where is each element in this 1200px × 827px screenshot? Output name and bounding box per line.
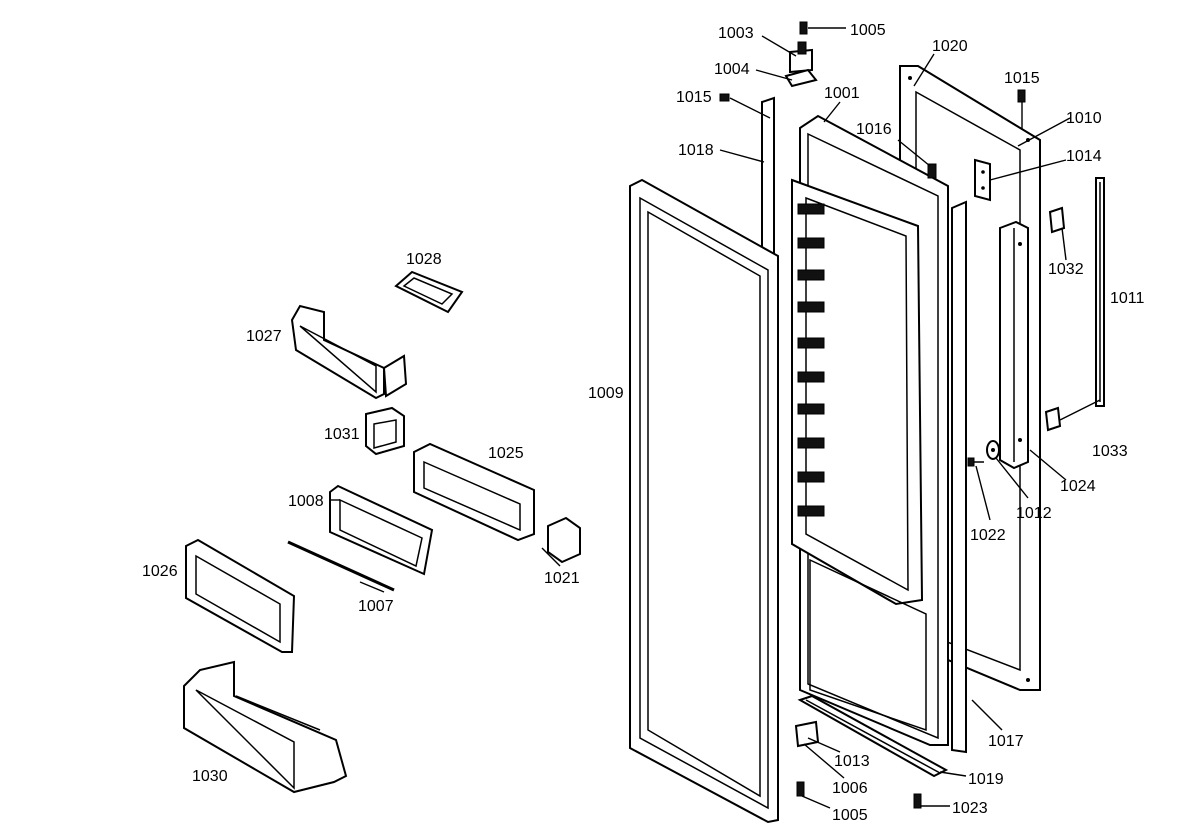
callout-1022: 1022: [970, 527, 1006, 544]
screw-1015-right: [1017, 89, 1026, 103]
outer-door-panel-1009: [629, 178, 779, 824]
callout-1027: 1027: [246, 328, 282, 345]
handle-bar-1011: [1095, 177, 1105, 407]
callout-1015-right: 1015: [1004, 70, 1040, 87]
screw-1005-bottom: [796, 781, 805, 797]
callout-1023: 1023: [952, 800, 988, 817]
callout-1011: 1011: [1110, 290, 1145, 307]
callout-1026: 1026: [142, 563, 178, 580]
callout-1015-left: 1015: [676, 89, 712, 106]
clip-1033: [1044, 406, 1062, 432]
callout-1005-bottom: 1005: [832, 807, 868, 824]
callout-1014: 1014: [1066, 148, 1102, 165]
screw-1015-left: [719, 93, 730, 102]
washer-1012: [986, 440, 1000, 460]
screw-1022: [967, 457, 984, 467]
shelf-ribs: [797, 203, 825, 517]
bottom-rail-1019: [797, 694, 949, 778]
inner-door-liner-1001: [791, 114, 949, 746]
hinge-strip-1024: [999, 220, 1029, 470]
top-hinge-1003: [789, 41, 813, 74]
callout-1021: 1021: [544, 570, 580, 587]
callout-1003: 1003: [718, 25, 754, 42]
callout-1020: 1020: [932, 38, 968, 55]
hinge-plate-1004: [784, 68, 818, 88]
leader-lines: [330, 27, 1101, 809]
callout-1013: 1013: [834, 753, 870, 770]
dispenser-housing-1025: [413, 442, 535, 542]
callout-1033: 1033: [1092, 443, 1128, 460]
callout-1010: 1010: [1066, 110, 1102, 127]
callout-1028: 1028: [406, 251, 442, 268]
bottom-hinge-1013: [794, 720, 820, 748]
callout-1025: 1025: [488, 445, 524, 462]
door-bin-1030: [183, 660, 348, 794]
callout-1008: 1008: [288, 493, 324, 510]
callout-1012: 1012: [1016, 505, 1052, 522]
screw-1023: [913, 793, 922, 809]
screw-1005-top: [799, 21, 808, 35]
callout-1009: 1009: [588, 385, 624, 402]
frame-1008: [329, 484, 434, 576]
callout-1004: 1004: [714, 61, 750, 78]
callout-1017: 1017: [988, 733, 1024, 750]
callout-1001: 1001: [824, 85, 860, 102]
rod-1007: [287, 540, 395, 592]
gasket-strip-1017: [951, 200, 967, 754]
callout-1032: 1032: [1048, 261, 1084, 278]
callout-1031: 1031: [324, 426, 360, 443]
clip-1021: [547, 516, 581, 564]
callout-1024: 1024: [1060, 478, 1096, 495]
callout-1007: 1007: [358, 598, 394, 615]
tray-1028: [394, 270, 464, 314]
callout-1006: 1006: [832, 780, 868, 797]
callout-1005-top: 1005: [850, 22, 886, 39]
callout-1016: 1016: [856, 121, 892, 138]
shelf-bin-1027: [290, 304, 408, 400]
callout-1018: 1018: [678, 142, 714, 159]
callout-1019: 1019: [968, 771, 1004, 788]
bracket-1014: [974, 158, 991, 202]
callout-1030: 1030: [192, 768, 228, 785]
panel-1026: [185, 538, 296, 653]
clip-1032: [1048, 206, 1066, 234]
bracket-1031: [365, 406, 405, 456]
